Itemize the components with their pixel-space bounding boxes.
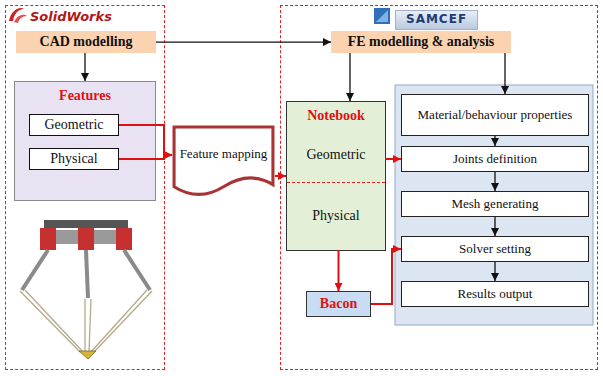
document-shape: Feature mapping: [172, 125, 275, 197]
box-label: Results output: [458, 287, 533, 302]
document-outline: [172, 125, 275, 197]
step-box: Joints definition: [401, 146, 589, 172]
notebook-section: Geometric: [287, 130, 385, 180]
box-label: Bacon: [320, 296, 357, 312]
mapping-arrow: [338, 250, 340, 291]
mapping-arrow: [119, 155, 172, 159]
logo-text: SolidWorks: [30, 10, 112, 25]
flow-arrow: [84, 53, 85, 81]
process-box: FE modelling & analysis: [331, 31, 511, 53]
notebook-section: Physical: [287, 182, 385, 250]
flow-arrow: [349, 53, 350, 101]
box-label: Mesh generating: [451, 197, 538, 212]
logo-text: SAMCEF: [395, 10, 478, 30]
flow-arrow: [156, 41, 331, 42]
flow-arrow: [494, 217, 495, 236]
box-label: Geometric: [306, 147, 365, 163]
step-box: Solver setting: [401, 236, 589, 262]
box-label: Geometric: [44, 117, 103, 133]
box-label: Joints definition: [453, 152, 537, 167]
mapping-arrow: [119, 125, 172, 155]
flow-arrow: [494, 136, 495, 146]
tool-box: Bacon: [306, 291, 371, 317]
flow-arrow: [494, 262, 495, 281]
group-box: GeometricPhysical Features: [14, 81, 156, 201]
delta-robot: [20, 220, 152, 359]
box-label: Feature mapping: [180, 147, 268, 162]
box-label: Physical: [50, 151, 97, 167]
flow-arrow: [494, 172, 495, 191]
box-heading: Notebook: [307, 108, 365, 124]
mapping-arrow: [385, 158, 401, 160]
box-heading: Features: [59, 88, 111, 104]
flow-arrow: [504, 53, 505, 94]
box-label: FE modelling & analysis: [348, 34, 495, 50]
software-region: FE modelling & analysisGeometricPhysical…: [280, 5, 598, 370]
box-label: Material/behaviour properties: [418, 108, 573, 123]
solidworks-icon: [9, 8, 27, 23]
process-box: CAD modelling: [16, 31, 156, 53]
step-box: Mesh generating: [401, 191, 589, 217]
feature-box: Physical: [29, 148, 119, 170]
software-region: CAD modellingGeometricPhysical Features So…: [5, 5, 165, 370]
samcef-icon: [374, 8, 390, 24]
notebook-box: GeometricPhysical Notebook: [286, 101, 386, 251]
mapping-arrow: [275, 175, 286, 177]
feature-box: Geometric: [29, 114, 119, 136]
process-panel: [395, 85, 593, 325]
box-label: Solver setting: [459, 242, 531, 257]
step-box: Material/behaviour properties: [401, 94, 589, 136]
box-label: Physical: [312, 208, 359, 224]
mapping-arrow: [371, 249, 401, 304]
box-label: CAD modelling: [40, 34, 133, 50]
step-box: Results output: [401, 281, 589, 307]
